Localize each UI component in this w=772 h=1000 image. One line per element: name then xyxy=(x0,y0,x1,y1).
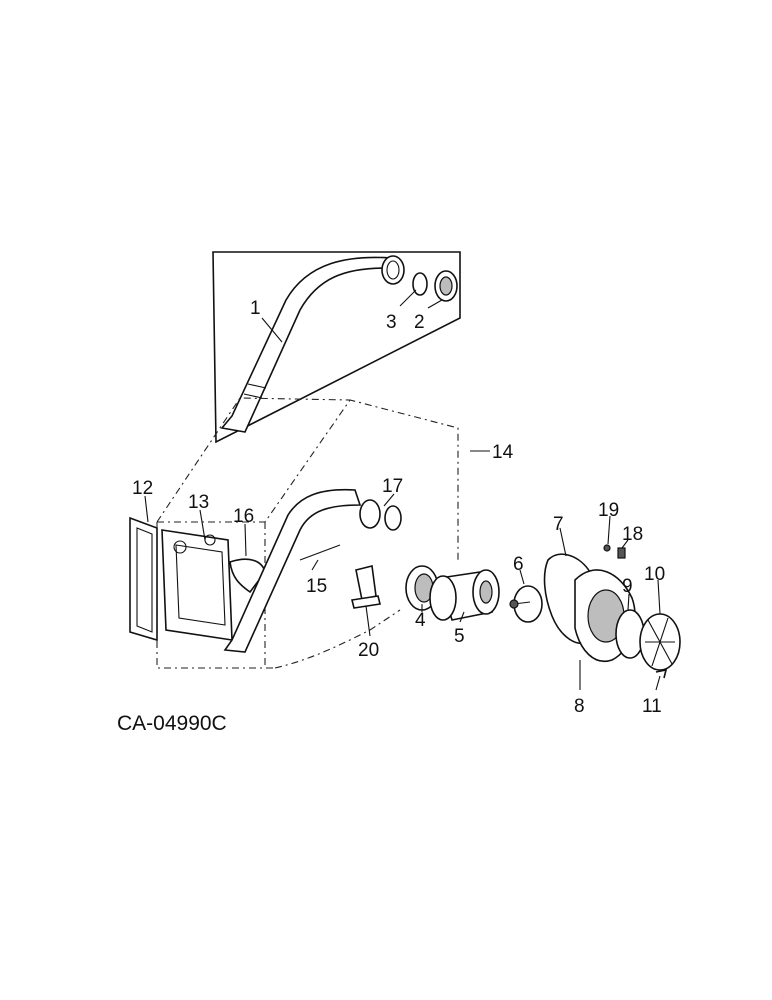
part-9-o-ring xyxy=(615,609,645,659)
callout-9: 9 xyxy=(622,576,633,597)
callout-8: 8 xyxy=(574,696,585,717)
callout-5: 5 xyxy=(454,626,465,647)
callout-13: 13 xyxy=(188,492,209,513)
part-20-bracket xyxy=(351,565,381,609)
part-19-screw xyxy=(603,544,611,552)
callout-20: 20 xyxy=(358,640,379,661)
callout-15: 15 xyxy=(306,576,327,597)
part-2-seal xyxy=(434,270,458,302)
part-5-filter-element xyxy=(429,569,500,621)
inset-frame xyxy=(212,251,461,444)
callout-12: 12 xyxy=(132,478,153,499)
callout-10: 10 xyxy=(644,564,665,585)
leader-lines xyxy=(144,289,661,691)
part-6-safety-element xyxy=(509,585,543,623)
callout-19: 19 xyxy=(598,500,619,521)
callout-4: 4 xyxy=(415,610,426,631)
callouts: 1 2 3 4 5 6 7 8 9 10 11 12 13 14 15 16 1… xyxy=(132,298,665,717)
part-15-inner-duct xyxy=(223,488,362,653)
callout-16: 16 xyxy=(233,506,254,527)
drawing-code: CA-04990C xyxy=(117,712,227,735)
part-18-fastener xyxy=(617,547,626,559)
callout-1: 1 xyxy=(250,298,261,319)
callout-6: 6 xyxy=(513,554,524,575)
part-3-clamp-ring xyxy=(412,272,428,296)
callout-3: 3 xyxy=(386,312,397,333)
part-12-gasket xyxy=(129,516,158,642)
callout-18: 18 xyxy=(622,524,643,545)
part-11-clip xyxy=(655,668,668,679)
part-1-intake-pipe xyxy=(220,255,405,433)
callout-2: 2 xyxy=(414,312,425,333)
callout-17: 17 xyxy=(382,476,403,497)
callout-7: 7 xyxy=(553,514,564,535)
part-17-clamp xyxy=(359,499,402,531)
callout-14: 14 xyxy=(492,442,514,463)
part-10-dust-cap xyxy=(639,613,681,671)
callout-11: 11 xyxy=(642,696,662,717)
part-13-cover-plate xyxy=(161,529,233,641)
